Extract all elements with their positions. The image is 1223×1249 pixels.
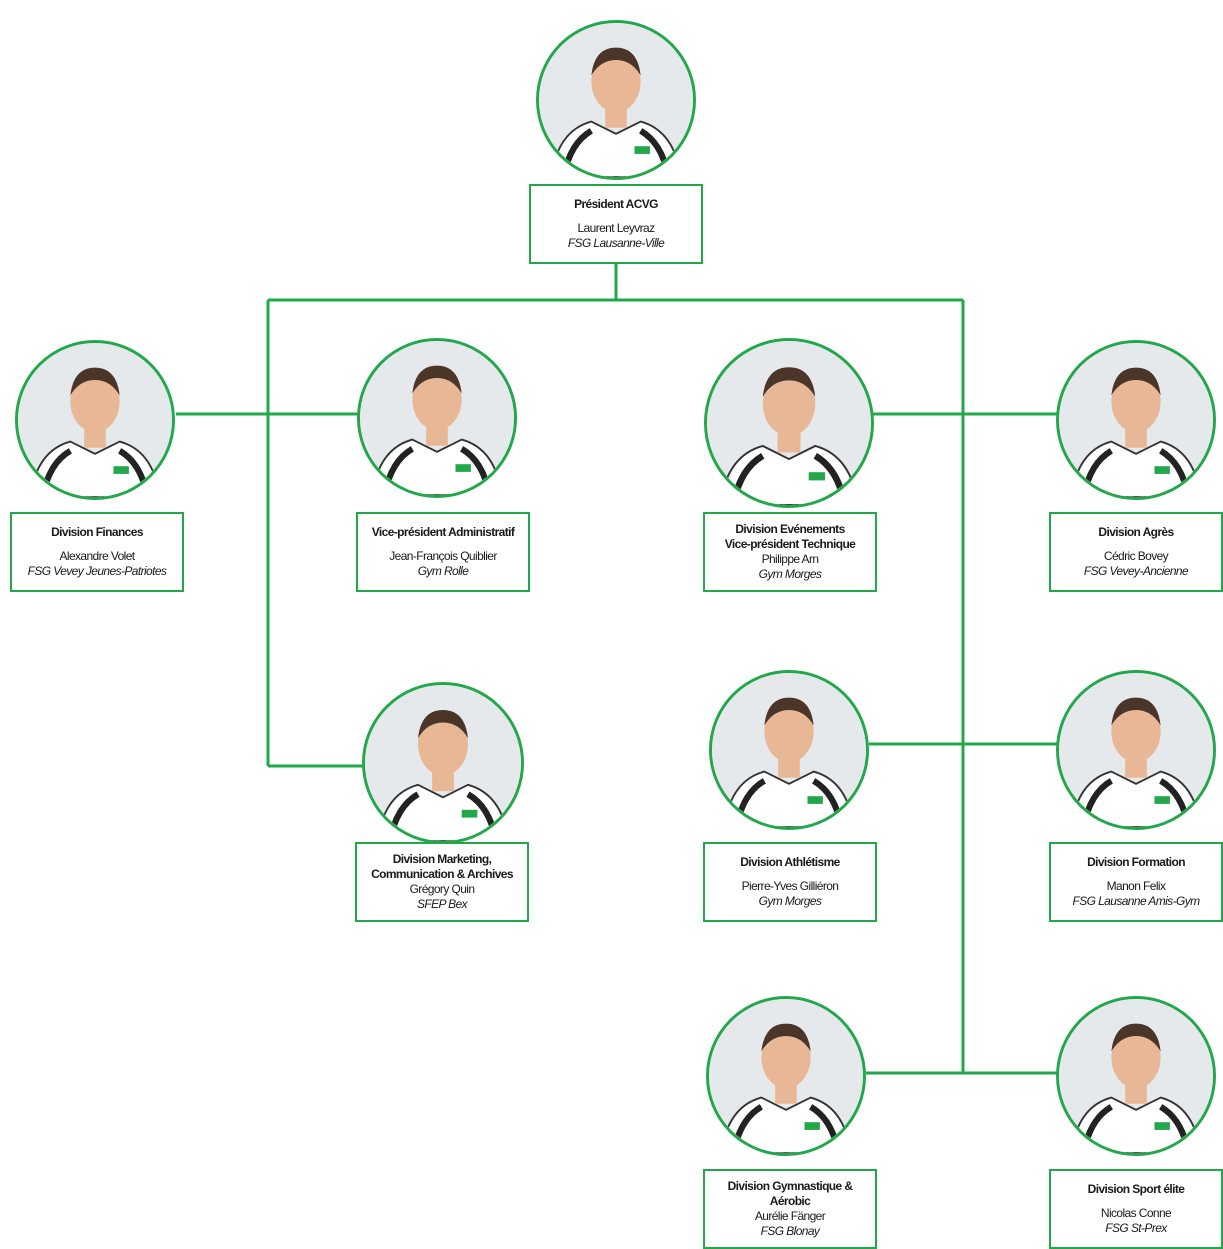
finances-role: Division Finances xyxy=(51,525,143,539)
sport-elite-role: Division Sport élite xyxy=(1087,1182,1185,1196)
evenements-card: Division Evénements Vice-président Techn… xyxy=(703,512,877,592)
formation-role: Division Formation xyxy=(1087,855,1185,869)
evenements-role-2: Vice-président Technique xyxy=(724,537,856,551)
formation-card: Division Formation Manon Felix FSG Lausa… xyxy=(1049,842,1223,922)
president-card: Président ACVG Laurent Leyvraz FSG Lausa… xyxy=(529,184,703,264)
sport-elite-name: Nicolas Conne xyxy=(1100,1206,1172,1220)
president-photo xyxy=(536,20,696,180)
agres-club: FSG Vevey-Ancienne xyxy=(1083,564,1189,578)
marketing-club: SFEP Bex xyxy=(416,897,468,911)
gymnastique-name: Aurélie Fänger xyxy=(754,1209,826,1223)
evenements-name: Philippe Arn xyxy=(761,552,819,566)
portrait-icon xyxy=(1059,673,1213,827)
gymnastique-card: Division Gymnastique & Aérobic Aurélie F… xyxy=(703,1169,877,1249)
president-name: Laurent Leyvraz xyxy=(577,221,655,235)
athletisme-photo xyxy=(709,670,869,830)
portrait-icon xyxy=(1059,999,1213,1153)
agres-name: Cédric Bovey xyxy=(1103,549,1169,563)
gymnastique-role: Division Gymnastique & xyxy=(727,1179,853,1193)
finances-name: Alexandre Volet xyxy=(59,549,135,563)
president-club: FSG Lausanne-Ville xyxy=(567,236,665,250)
portrait-icon xyxy=(712,673,866,827)
sport-elite-photo xyxy=(1056,996,1216,1156)
formation-name: Manon Felix xyxy=(1106,879,1166,893)
agres-role: Division Agrès xyxy=(1098,525,1174,539)
athletisme-club: Gym Morges xyxy=(758,894,822,908)
gymnastique-photo xyxy=(706,996,866,1156)
evenements-role: Division Evénements xyxy=(735,522,845,536)
vp-admin-club: Gym Rolle xyxy=(417,564,469,578)
portrait-icon xyxy=(709,999,863,1153)
portrait-icon xyxy=(360,341,514,495)
finances-card: Division Finances Alexandre Volet FSG Ve… xyxy=(10,512,184,592)
portrait-icon xyxy=(365,685,521,841)
vp-admin-photo xyxy=(357,338,517,498)
portrait-icon xyxy=(539,23,693,177)
marketing-card: Division Marketing, Communication & Arch… xyxy=(355,842,529,922)
portrait-icon xyxy=(18,343,172,497)
evenements-club: Gym Morges xyxy=(758,567,822,581)
marketing-role-2: Communication & Archives xyxy=(371,867,513,881)
sport-elite-club: FSG St-Prex xyxy=(1105,1221,1167,1235)
gymnastique-club: FSG Blonay xyxy=(760,1224,820,1238)
marketing-photo xyxy=(362,682,524,844)
finances-club: FSG Vevey Jeunes-Patriotes xyxy=(27,564,167,578)
athletisme-card: Division Athlétisme Pierre-Yves Gilliéro… xyxy=(703,842,877,922)
evenements-photo xyxy=(704,338,874,508)
agres-card: Division Agrès Cédric Bovey FSG Vevey-An… xyxy=(1049,512,1223,592)
formation-club: FSG Lausanne Amis-Gym xyxy=(1072,894,1201,908)
marketing-role: Division Marketing, xyxy=(392,852,492,866)
portrait-icon xyxy=(1059,343,1213,497)
vp-admin-role: Vice-président Administratif xyxy=(371,525,515,539)
athletisme-role: Division Athlétisme xyxy=(740,855,840,869)
athletisme-name: Pierre-Yves Gilliéron xyxy=(741,879,839,893)
president-role: Président ACVG xyxy=(574,197,658,211)
vp-admin-card: Vice-président Administratif Jean-Franço… xyxy=(356,512,530,592)
marketing-name: Grégory Quin xyxy=(409,882,475,896)
sport-elite-card: Division Sport élite Nicolas Conne FSG S… xyxy=(1049,1169,1223,1249)
portrait-icon xyxy=(707,341,871,505)
gymnastique-role-2: Aérobic xyxy=(769,1194,811,1208)
formation-photo xyxy=(1056,670,1216,830)
vp-admin-name: Jean-François Quiblier xyxy=(389,549,497,563)
finances-photo xyxy=(15,340,175,500)
agres-photo xyxy=(1056,340,1216,500)
